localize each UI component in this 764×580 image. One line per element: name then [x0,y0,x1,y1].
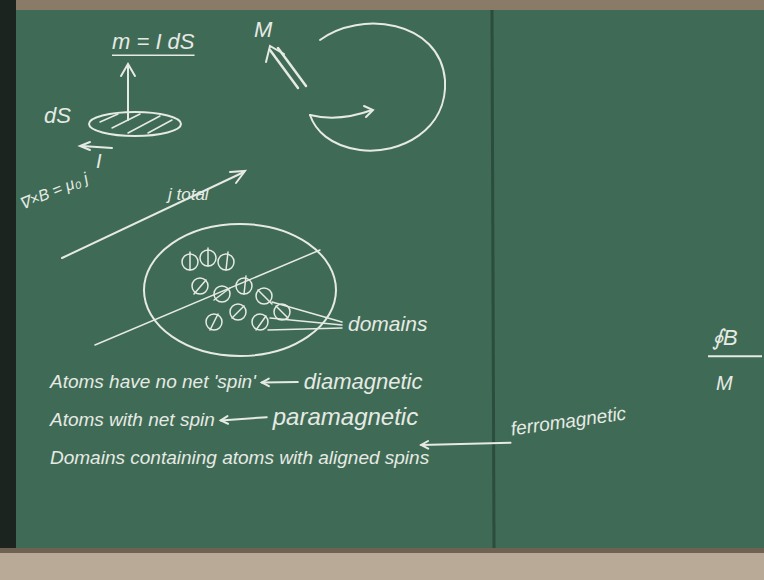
current-label: I [96,150,102,172]
sphere-outline [310,24,445,151]
loop-disk [89,112,181,136]
left-edge [0,0,16,580]
chalk-ledge [0,548,764,580]
chalk-drawing [62,24,445,356]
edge-formula: ∮B [712,326,738,350]
domains-label: domains [348,312,427,335]
edge-formula: M [716,372,733,394]
type-arrow [221,416,267,424]
moment-arrow [127,66,129,120]
statement-line: Atoms have no net 'spin' [50,372,256,393]
ledge-shadow [0,548,764,553]
type-arrow [262,379,298,387]
material-type: diamagnetic [304,370,423,394]
type-arrow [421,441,510,449]
current-density-label: j total [168,186,209,205]
material-ellipse [144,224,336,356]
vector-underline [112,54,195,56]
moment-formula: m = I dS [112,30,195,54]
panel-divider [492,10,494,548]
statement-line: Domains containing atoms with aligned sp… [50,448,429,469]
statement-line: Atoms with net spin [50,410,215,431]
material-type: paramagnetic [273,404,418,430]
top-frame [0,0,764,10]
moment-label: M [254,18,272,42]
fraction-bar [708,355,762,357]
area-label: dS [44,104,71,128]
